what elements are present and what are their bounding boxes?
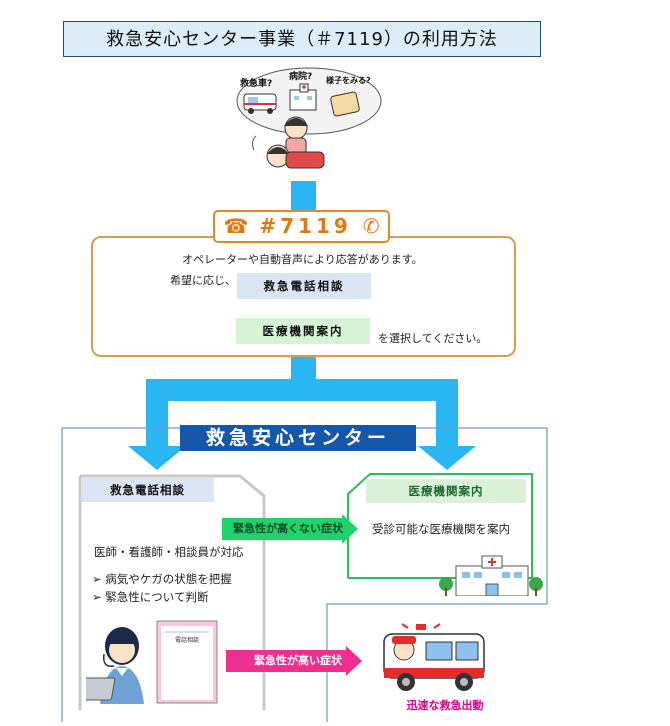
arrow-down-right-icon xyxy=(418,446,476,470)
bullet-item-2: ➢ 緊急性について判断 xyxy=(92,590,209,604)
option-medical-guide: 医療機関案内 xyxy=(236,318,370,344)
connector-left-down xyxy=(146,400,168,448)
option-phone-consult: 救急電話相談 xyxy=(237,273,371,299)
connector-top xyxy=(291,181,316,211)
phone-consult-heading: 救急電話相談 xyxy=(81,478,214,502)
high-urgency-arrow-icon xyxy=(226,646,362,676)
center-label: 救急安心センター xyxy=(180,425,416,451)
medical-guide-heading: 医療機関案内 xyxy=(366,479,526,503)
dispatch-label: 迅速な救急出動 xyxy=(406,699,484,712)
hospital-icon xyxy=(439,555,543,596)
operator-line3: を選択してください。 xyxy=(378,332,488,345)
document-title: 電話相談 xyxy=(175,636,199,644)
consult-document-icon: 電話相談 xyxy=(156,620,218,704)
bullet-item-1: ➢ 病気やケガの状態を把握 xyxy=(92,572,232,586)
phone-consult-staff: 医師・看護師・相談員が対応 xyxy=(94,545,244,559)
connector-middle xyxy=(291,357,316,379)
low-urgency-arrow-icon xyxy=(222,514,358,544)
connector-horizontal xyxy=(146,379,458,401)
bubble-hospital-text: 病院? xyxy=(289,70,312,82)
phone-number-box: ☎ #7119 ✆ xyxy=(213,210,390,243)
bullet-arrow-icon: ➢ xyxy=(92,572,106,586)
telephone-icon: ☎ xyxy=(223,214,249,238)
operator-woman-illustration xyxy=(86,627,144,704)
worried-family-illustration: 救急車? 病院? 様子をみる? xyxy=(236,67,382,169)
low-urgency-label: 緊急性が高くない症状 xyxy=(233,522,343,535)
connector-right-down xyxy=(436,400,458,448)
operator-line2: 希望に応じ、 xyxy=(170,274,236,287)
ambulance-icon xyxy=(383,623,485,691)
bubble-ambulance-text: 救急車? xyxy=(240,77,272,89)
page-title: 救急安心センター事業（＃7119）の利用方法 xyxy=(63,21,541,57)
phone-number: #7119 xyxy=(259,214,352,238)
medical-guide-text: 受診可能な医療機関を案内 xyxy=(372,522,510,536)
operator-line1: オペレーターや自動音声により応答があります。 xyxy=(182,253,423,266)
arrow-down-left-icon xyxy=(128,446,186,470)
high-urgency-label: 緊急性が高い症状 xyxy=(254,654,342,667)
handset-icon: ✆ xyxy=(362,214,380,238)
bubble-wait-text: 様子をみる? xyxy=(326,75,371,85)
bullet-arrow-icon: ➢ xyxy=(92,590,106,604)
